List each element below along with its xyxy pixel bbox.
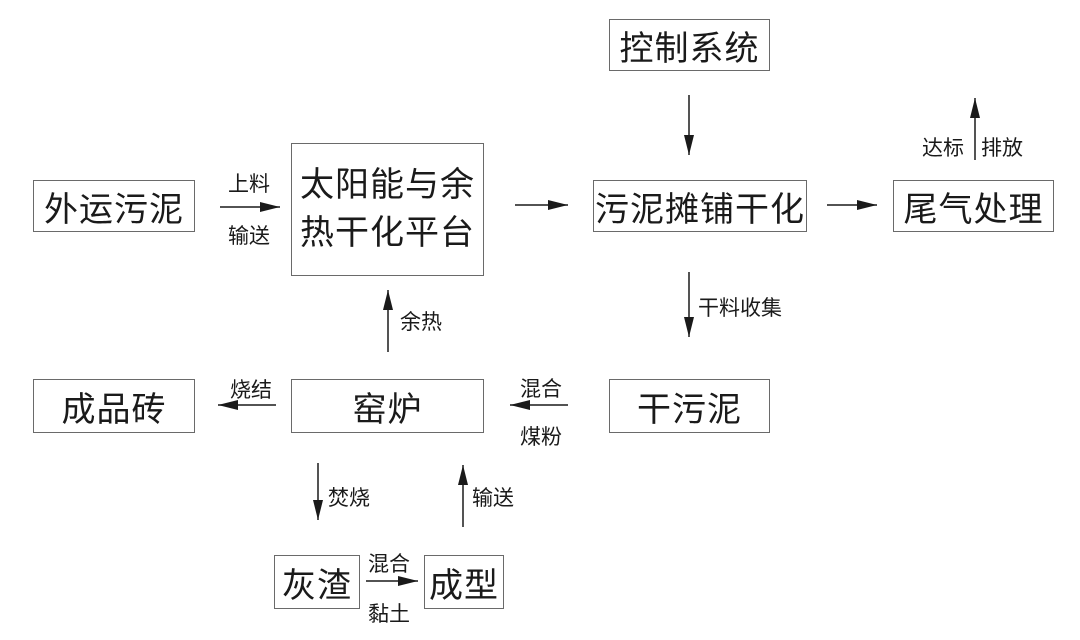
node-sludge-spread-drying-label: 污泥摊铺干化 [595,189,805,230]
label-mix-2: 混合 [368,552,410,576]
node-ash-residue-label: 灰渣 [282,565,352,606]
node-finished-brick-label: 成品砖 [61,389,167,430]
node-solar-drying-platform-line1: 太阳能与余 [300,164,475,205]
label-incinerate: 焚烧 [328,486,370,510]
node-dry-sludge: 干污泥 [609,379,770,433]
node-external-sludge: 外运污泥 [33,180,195,232]
node-finished-brick: 成品砖 [33,379,195,433]
node-forming: 成型 [424,555,504,609]
node-external-sludge-label: 外运污泥 [44,189,184,230]
node-dry-sludge-label: 干污泥 [637,389,742,430]
node-exhaust-treatment: 尾气处理 [893,180,1054,232]
node-solar-drying-platform-line2: 热干化平台 [300,212,475,253]
node-solar-drying-platform: 太阳能与余 热干化平台 [291,143,484,276]
label-coal-powder: 煤粉 [520,425,562,449]
node-sludge-spread-drying: 污泥摊铺干化 [593,180,807,232]
label-sinter: 烧结 [230,378,272,402]
node-kiln-label: 窑炉 [352,389,423,430]
node-kiln: 窑炉 [291,379,484,433]
label-clay: 黏土 [368,602,410,626]
label-waste-heat: 余热 [400,310,442,334]
label-discharge: 排放 [981,136,1023,160]
label-transport-1: 输送 [228,224,270,248]
label-mix-1: 混合 [520,377,562,401]
node-control-system-label: 控制系统 [619,28,760,69]
node-exhaust-treatment-label: 尾气处理 [903,189,1044,230]
node-ash-residue: 灰渣 [274,555,360,609]
label-feed: 上料 [228,172,270,196]
node-control-system: 控制系统 [609,19,770,71]
label-transport-2: 输送 [472,486,514,510]
label-dry-collect: 干料收集 [698,296,782,320]
node-forming-label: 成型 [429,565,499,606]
label-compliant: 达标 [922,136,964,160]
